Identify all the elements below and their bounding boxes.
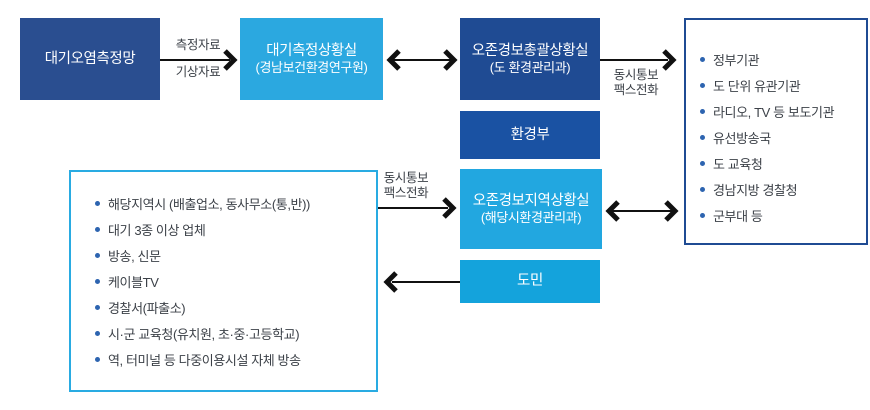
bullet-icon: [700, 134, 705, 140]
arrow-double-horizontal-icon: [605, 200, 679, 222]
bullet-icon: [95, 330, 100, 336]
edge-label-line1: 동시통보: [613, 68, 659, 82]
node-ministry-of-environment: 환경부: [460, 111, 600, 159]
bullet-icon: [700, 212, 705, 218]
node-label-line1: 대기측정상황실: [266, 42, 357, 59]
edge-label-weather-data: 기상자료: [175, 65, 221, 79]
edge-label-simultaneous-notice-left: 동시통보 팩스전화: [380, 171, 432, 201]
list-item: 군부대 등: [700, 202, 866, 228]
list-item-label: 케이블TV: [108, 274, 159, 290]
list-item-label: 도 단위 유관기관: [713, 78, 801, 94]
bullet-icon: [95, 226, 100, 232]
node-label-line1: 오존경보총괄상황실: [471, 42, 589, 59]
bullet-icon: [95, 304, 100, 310]
node-label: 환경부: [510, 126, 550, 143]
edge-label-measurement-data: 측정자료: [175, 38, 221, 52]
arrow-right-icon: [600, 49, 677, 71]
bullet-icon: [700, 56, 705, 62]
list-item-label: 도 교육청: [713, 156, 763, 172]
list-item-label: 해당지역시 (배출업소, 동사무소(통,반)): [108, 196, 310, 212]
arrow-right-icon: [160, 49, 238, 71]
list-item-label: 경남지방 경찰청: [713, 182, 798, 198]
bullet-icon: [700, 108, 705, 114]
list-item-label: 군부대 등: [713, 208, 763, 224]
bullet-icon: [700, 186, 705, 192]
list-item: 라디오, TV 등 보도기관: [700, 98, 866, 124]
node-label: 도민: [517, 273, 543, 290]
node-ozone-regional-situation-room: 오존경보지역상황실 (해당시환경관리과): [460, 169, 602, 249]
list-item: 도 단위 유관기관: [700, 72, 866, 98]
list-item: 경남지방 경찰청: [700, 176, 866, 202]
list-item: 경찰서(파출소): [95, 294, 376, 320]
list-item-label: 역, 터미널 등 다중이용시설 자체 방송: [108, 352, 301, 368]
node-label-line2: (도 환경관리과): [489, 59, 571, 75]
arrow-right-icon: [378, 197, 457, 219]
list-item-label: 방송, 신문: [108, 248, 161, 264]
list-item: 도 교육청: [700, 150, 866, 176]
node-label-line1: 오존경보지역상황실: [472, 192, 590, 209]
node-measurement-situation-room: 대기측정상황실 (경남보건환경연구원): [240, 18, 383, 100]
edge-label-simultaneous-notice-right: 동시통보 팩스전화: [606, 68, 666, 98]
list-item-label: 유선방송국: [713, 130, 771, 146]
list-item-label: 경찰서(파출소): [108, 300, 186, 316]
edge-label-line2: 팩스전화: [383, 186, 429, 200]
list-item: 해당지역시 (배출업소, 동사무소(통,반)): [95, 190, 376, 216]
list-item-label: 대기 3종 이상 업체: [108, 222, 206, 238]
node-label: 대기오염측정망: [44, 50, 136, 67]
bullet-icon: [95, 200, 100, 206]
node-label-line2: (해당시환경관리과): [480, 209, 582, 225]
arrow-double-horizontal-icon: [386, 49, 458, 71]
list-item: 케이블TV: [95, 268, 376, 294]
list-item: 방송, 신문: [95, 242, 376, 268]
edge-label-line1: 동시통보: [383, 171, 429, 185]
bullet-icon: [700, 82, 705, 88]
node-label-line2: (경남보건환경연구원): [255, 59, 368, 75]
edge-label-line2: 팩스전화: [613, 83, 659, 97]
bullet-icon: [95, 278, 100, 284]
node-citizens: 도민: [460, 260, 600, 303]
node-ozone-central-control-room: 오존경보총괄상황실 (도 환경관리과): [460, 18, 600, 100]
node-air-monitoring-network: 대기오염측정망: [20, 18, 160, 100]
list-item: 유선방송국: [700, 124, 866, 150]
list-item-label: 라디오, TV 등 보도기관: [713, 104, 835, 120]
bullet-icon: [95, 252, 100, 258]
list-item-label: 정부기관: [713, 52, 760, 68]
list-item: 정부기관: [700, 46, 866, 72]
list-item: 시·군 교육청(유치원, 초·중·고등학교): [95, 320, 376, 346]
bullet-icon: [700, 160, 705, 166]
bullet-icon: [95, 356, 100, 362]
arrow-left-icon: [383, 271, 460, 293]
list-item: 역, 터미널 등 다중이용시설 자체 방송: [95, 346, 376, 372]
list-item: 대기 3종 이상 업체: [95, 216, 376, 242]
list-item-label: 시·군 교육청(유치원, 초·중·고등학교): [108, 326, 300, 342]
